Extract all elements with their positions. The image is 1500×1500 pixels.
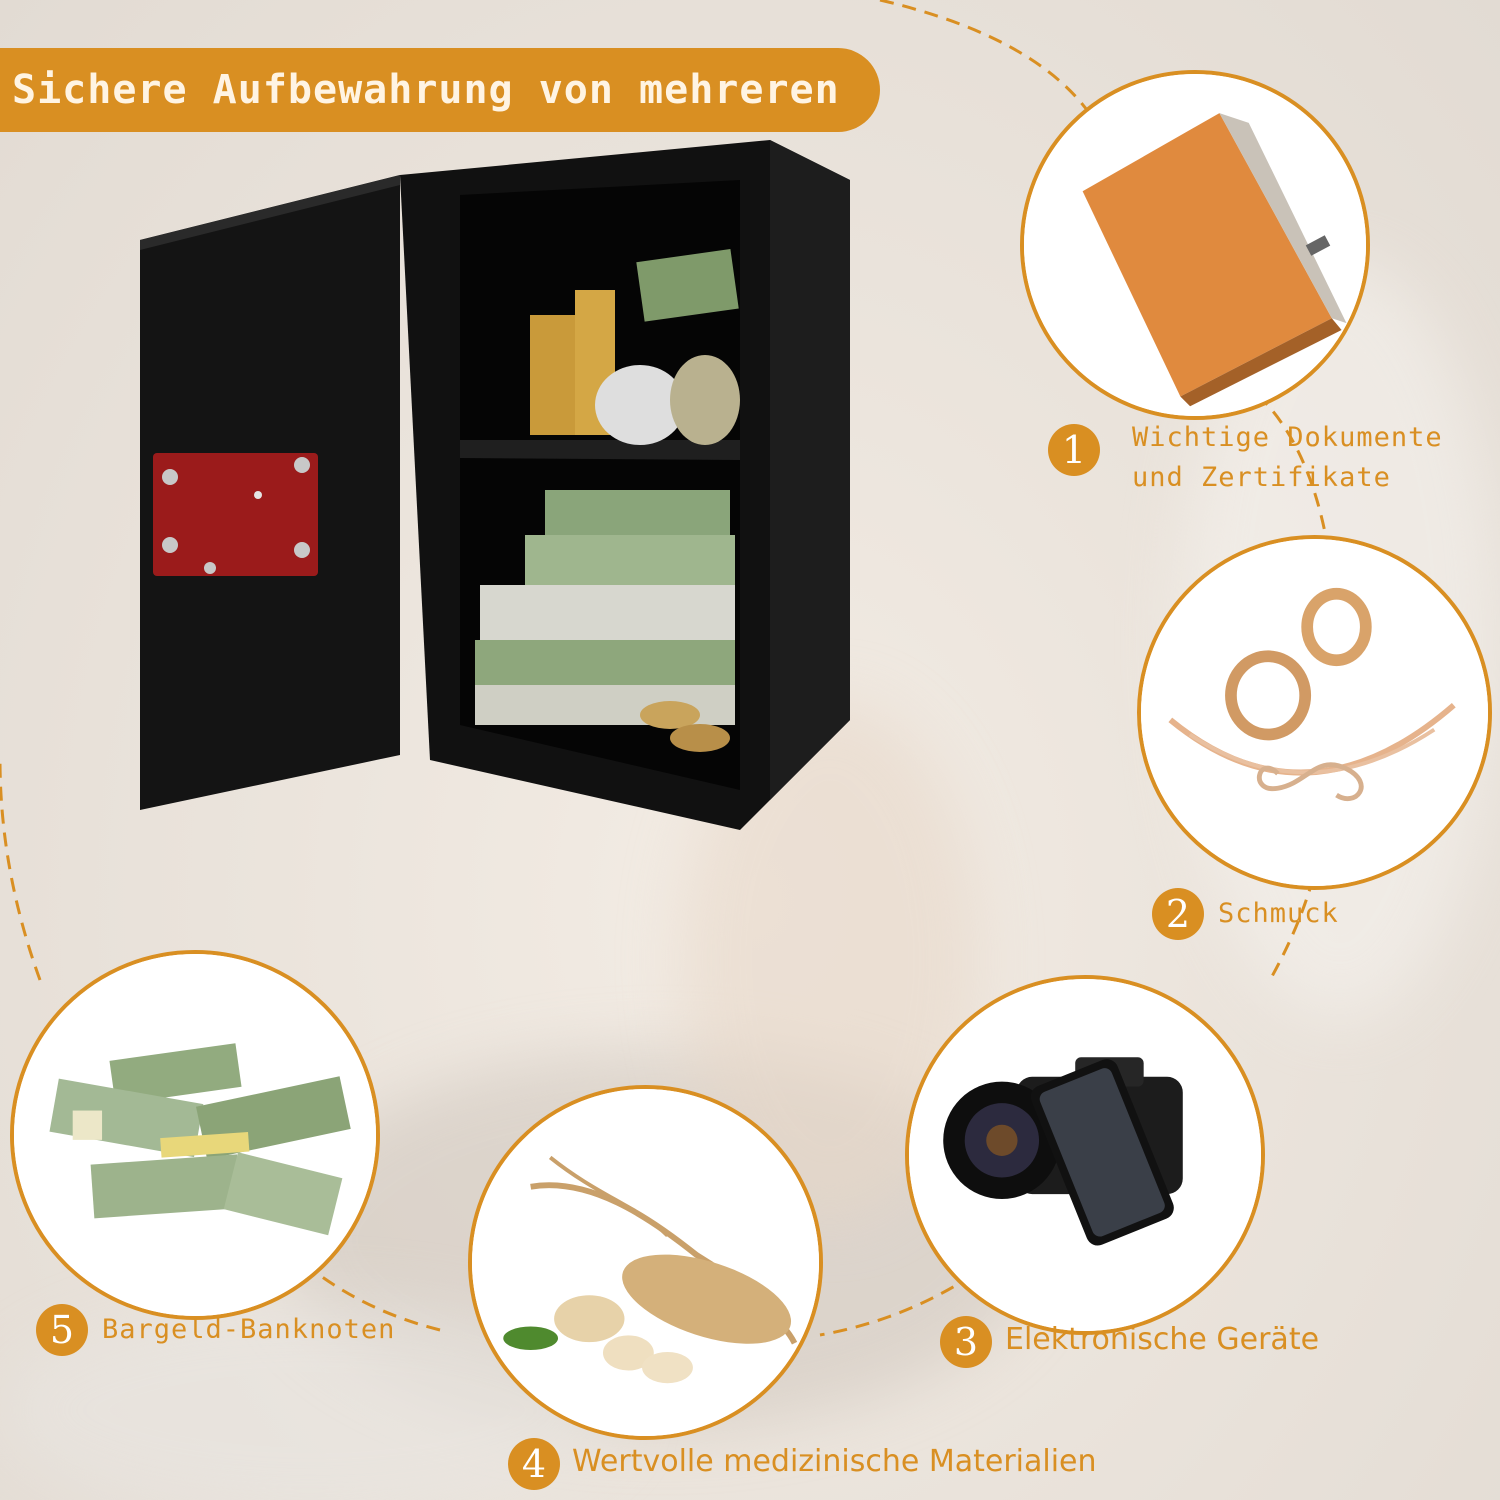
label-medical: Wertvolle medizinische Materialien: [572, 1444, 1097, 1479]
number-badge-2: 2: [1152, 888, 1204, 940]
circle-documents: [1020, 70, 1370, 420]
circle-medical: [468, 1085, 823, 1440]
safe-illustration: [130, 140, 850, 840]
camera-phone-icon: [909, 979, 1261, 1331]
number-badge-5: 5: [36, 1304, 88, 1356]
label-documents-line1: Wichtige Dokumente: [1132, 422, 1443, 453]
number-badge-3: 3: [940, 1316, 992, 1368]
label-documents: Wichtige Dokumente und Zertifikate: [1132, 418, 1443, 498]
cash-icon: [14, 954, 376, 1316]
circle-jewelry: [1137, 535, 1492, 890]
open-safe-icon: [140, 140, 850, 830]
circle-cash: [10, 950, 380, 1320]
ginseng-icon: [472, 1089, 819, 1436]
number-badge-1: 1: [1048, 424, 1100, 476]
number-badge-4: 4: [508, 1438, 560, 1490]
circle-electronics: [905, 975, 1265, 1335]
page-title: Sichere Aufbewahrung von mehreren: [12, 67, 840, 113]
jewelry-icon: [1141, 539, 1488, 886]
title-banner: Sichere Aufbewahrung von mehreren: [0, 48, 880, 132]
label-documents-line2: und Zertifikate: [1132, 462, 1391, 493]
label-jewelry: Schmuck: [1218, 898, 1339, 929]
label-electronics: Elektronische Geräte: [1005, 1322, 1320, 1357]
label-cash: Bargeld-Banknoten: [102, 1314, 396, 1345]
document-folder-icon: [1024, 74, 1366, 416]
